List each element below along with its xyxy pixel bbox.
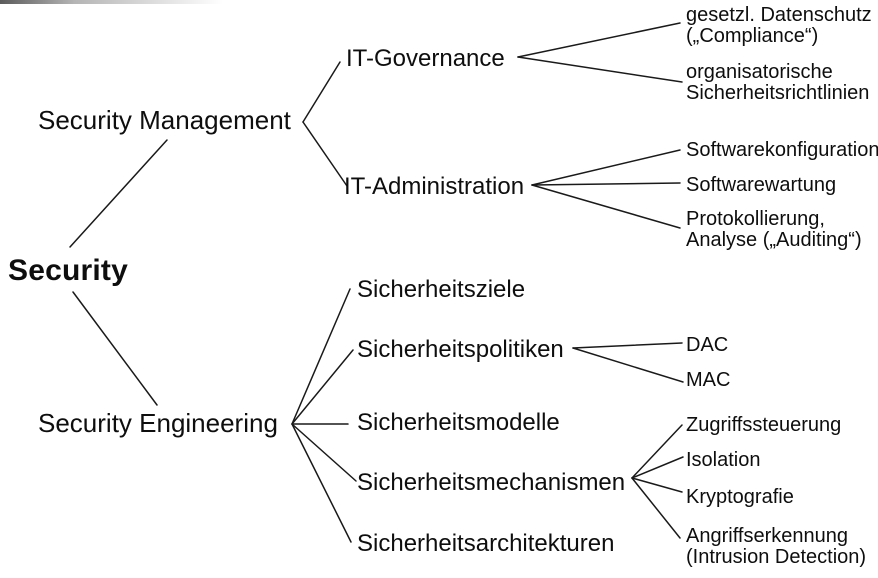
connector-line	[531, 149, 681, 186]
connector-line	[72, 291, 158, 406]
connector-line	[572, 342, 683, 349]
node-security-management: Security Management	[38, 105, 291, 135]
node-angriffserkennung-intrusion-detection: Angriffserkennung (Intrusion Detection)	[686, 525, 867, 568]
node-dac: DAC	[686, 334, 729, 356]
connector-line	[531, 182, 681, 186]
node-gesetzl-datenschutz-compliance: gesetzl. Datenschutz („Compliance“)	[686, 4, 872, 47]
connector-line	[631, 424, 683, 479]
node-mac: MAC	[686, 369, 731, 391]
node-security: Security	[8, 254, 128, 287]
scan-artifact	[0, 0, 232, 4]
connector-line	[517, 56, 683, 83]
connector-line	[631, 477, 681, 539]
connector-line	[291, 423, 357, 482]
connector-line	[531, 184, 681, 229]
node-sicherheitsziele: Sicherheitsziele	[357, 276, 526, 303]
node-protokollierung-analyse-auditing: Protokollierung, Analyse („Auditing“)	[686, 208, 862, 251]
node-zugriffssteuerung: Zugriffssteuerung	[686, 414, 842, 436]
connector-line	[631, 477, 683, 493]
node-softwarekonfiguration: Softwarekonfiguration	[686, 139, 878, 161]
node-sicherheitsmodelle: Sicherheitsmodelle	[357, 409, 560, 436]
connector-line	[572, 347, 684, 383]
connector-line	[291, 423, 352, 543]
connector-line	[302, 61, 341, 123]
node-isolation: Isolation	[686, 449, 761, 471]
node-sicherheitspolitiken: Sicherheitspolitiken	[357, 336, 564, 363]
node-organisatorische-sicherheitsrichtlinien: organisatorische Sicherheitsrichtlinien	[686, 61, 870, 104]
connector-line	[69, 139, 168, 248]
node-it-governance: IT-Governance	[346, 45, 505, 72]
connector-line	[631, 456, 684, 479]
node-sicherheitsarchitekturen: Sicherheitsarchitekturen	[357, 530, 615, 557]
node-kryptografie: Kryptografie	[686, 486, 794, 508]
node-it-administration: IT-Administration	[344, 173, 525, 200]
node-sicherheitsmechanismen: Sicherheitsmechanismen	[357, 469, 626, 496]
node-security-engineering: Security Engineering	[38, 408, 278, 438]
connector-line	[291, 288, 351, 425]
connector-line	[302, 121, 348, 187]
connector-line	[291, 349, 354, 425]
node-softwarewartung: Softwarewartung	[686, 174, 837, 196]
connector-line	[517, 22, 681, 58]
